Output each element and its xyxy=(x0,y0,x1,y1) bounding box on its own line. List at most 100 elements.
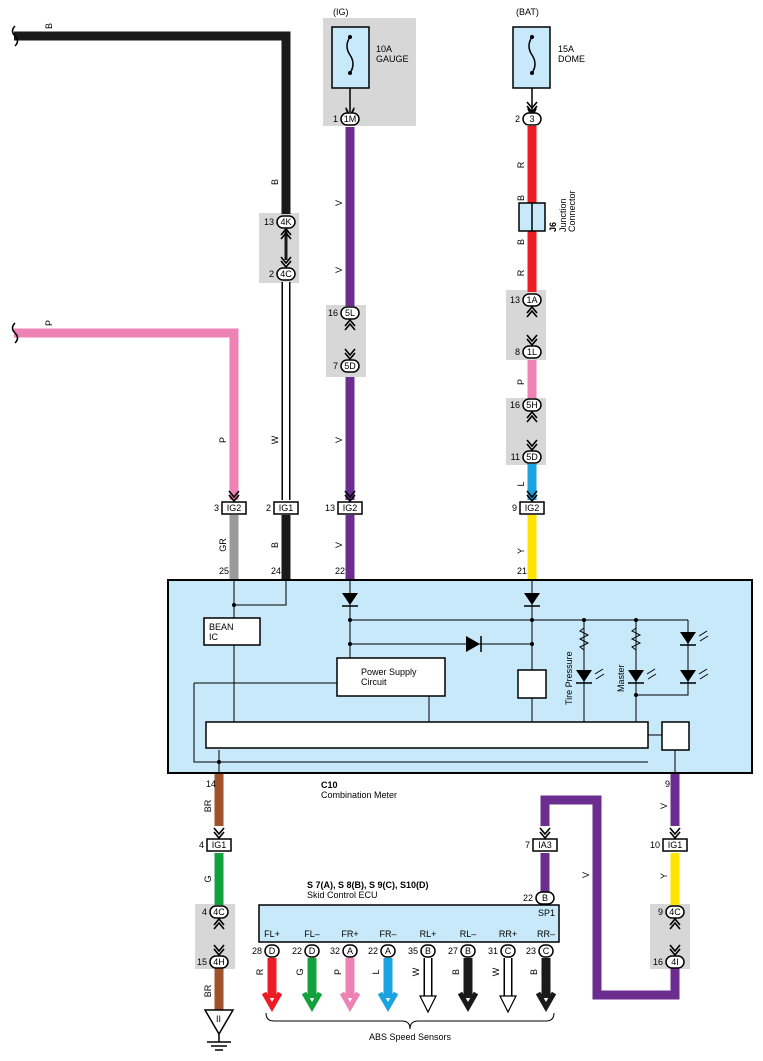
connector-4c[interactable]: 4C9 xyxy=(658,905,685,930)
wire-label-v1: V xyxy=(334,200,344,206)
terminal-pin: 23 xyxy=(526,946,536,956)
connector-id: 5D xyxy=(344,361,356,371)
terminal-conn: A xyxy=(385,946,391,956)
connector-pin: 16 xyxy=(653,957,663,967)
wire-label-b_top: B xyxy=(44,23,54,29)
terminal-conn: C xyxy=(543,946,550,956)
connector-id: 5L xyxy=(345,308,355,318)
connector-id: 4C xyxy=(213,907,225,917)
wire-b-top[interactable] xyxy=(14,31,291,214)
wire-label-b_low: B xyxy=(270,542,280,548)
connector-5l[interactable]: 5L 16 xyxy=(328,306,360,331)
wire-label-l_vert: L xyxy=(516,481,526,486)
connector-id: 1M xyxy=(344,114,357,124)
gray-blocks xyxy=(195,18,690,969)
wire-p-left[interactable] xyxy=(14,328,239,580)
connector-b[interactable]: B22 xyxy=(523,891,555,905)
skid-control-ecu[interactable] xyxy=(258,904,560,943)
power-supply-label: Power Supply xyxy=(361,667,417,677)
wire-label-y2: Y xyxy=(659,873,669,879)
terminal-conn: A xyxy=(347,946,353,956)
bean-label: BEAN xyxy=(209,622,234,632)
wire-label-v5: V xyxy=(581,872,591,878)
connector-pin: 3 xyxy=(214,503,219,513)
connector-pin: 1 xyxy=(333,114,338,124)
connector-id: 1A xyxy=(526,295,537,305)
terminal-wire: G xyxy=(295,968,305,975)
connector-id: 4C xyxy=(280,269,292,279)
terminal-conn: B xyxy=(425,946,431,956)
tire-pressure-label: Tire Pressure xyxy=(564,651,574,705)
wire-label-y1: Y xyxy=(516,548,526,554)
connector-1m[interactable]: 1M 1 xyxy=(333,112,360,126)
junction-j6[interactable] xyxy=(518,202,546,232)
wire-label-gr: GR xyxy=(218,538,228,552)
connector-1l[interactable]: 1L8 xyxy=(515,334,542,359)
gauge-name: GAUGE xyxy=(376,54,409,64)
connector-pin: 7 xyxy=(333,361,338,371)
terminal-name: RR– xyxy=(537,929,555,939)
sensors-bracket xyxy=(265,1012,555,1030)
j6-id: J6 xyxy=(548,222,558,232)
terminal-conn: C xyxy=(505,946,512,956)
connector-pin: 2 xyxy=(269,269,274,279)
connector-5d[interactable]: 5D 7 xyxy=(333,348,360,373)
connector-4i[interactable]: 4I 16 xyxy=(653,944,685,969)
ground-symbol xyxy=(203,1009,235,1051)
connector-4c[interactable]: 4C 4 xyxy=(202,905,229,930)
connector-3[interactable]: 32 xyxy=(515,101,542,126)
wire-label-v4: V xyxy=(659,803,669,809)
terminal-wire: R xyxy=(255,968,265,975)
connector-id: IG2 xyxy=(227,503,242,513)
connector-pin: 22 xyxy=(523,893,533,903)
bat-label: (BAT) xyxy=(516,7,539,17)
wire-label-b_j6b: B xyxy=(516,239,526,245)
wire-label-p_top: P xyxy=(44,320,54,326)
connector-4c[interactable]: 4C 2 xyxy=(269,256,296,281)
connector-pin: 10 xyxy=(650,840,660,850)
connector-id: 3 xyxy=(529,114,534,124)
dome-name: DOME xyxy=(558,54,585,64)
connector-pin: 11 xyxy=(511,452,520,462)
connector-pin: 15 xyxy=(197,957,207,967)
meter-pin-24: 24 xyxy=(271,566,281,576)
connector-pin: 16 xyxy=(328,308,338,318)
wire-label-p_left: P xyxy=(218,437,228,443)
wire-v-right[interactable] xyxy=(540,773,680,1000)
connector-pin: 4 xyxy=(202,907,207,917)
connector-id: 4I xyxy=(671,957,679,967)
connector-pin: 13 xyxy=(264,217,274,227)
dome-rating: 15A xyxy=(558,44,574,54)
wire-label-b_j6a: B xyxy=(516,195,526,201)
wire-label-v6: V xyxy=(334,437,344,443)
terminal-conn: B xyxy=(465,946,471,956)
combination-meter[interactable] xyxy=(167,579,753,774)
connector-id: 1L xyxy=(527,347,537,357)
connector-id: 4C xyxy=(669,907,681,917)
gauge-rating: 10A xyxy=(376,44,392,54)
connector-ig2[interactable]: IG2 3 xyxy=(214,490,247,515)
terminal-wire: W xyxy=(491,967,501,976)
